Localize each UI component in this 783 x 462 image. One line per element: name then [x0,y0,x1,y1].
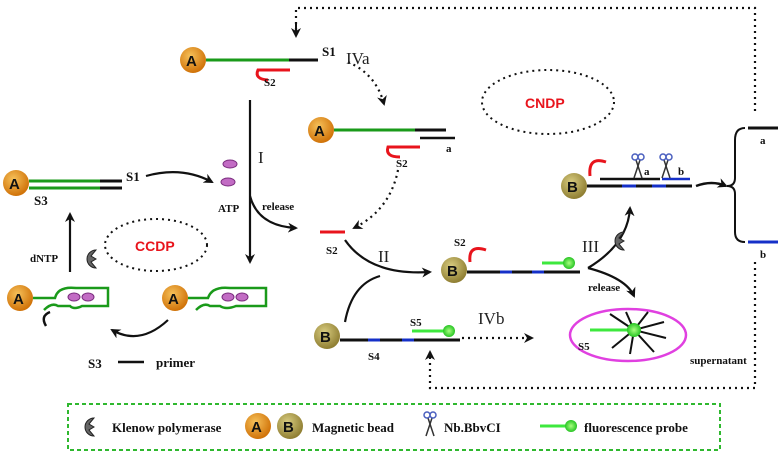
atp-molecules: ATP [218,159,239,215]
klenow-polymerase-icon [614,231,626,251]
label-a: a [446,143,452,155]
arrow-release-s2-dotted [352,169,400,229]
legend: Klenow polymerase A B Magnetic bead Nb.B… [67,403,721,451]
klenow-polymerase-icon [86,249,98,269]
label-s4: S4 [368,351,380,363]
complex-a-s1-s3: A S1 S3 [3,169,140,208]
bead-b [561,173,587,199]
legend-magnetic-bead-label: Magnetic bead [312,420,395,435]
legend-bead-a [245,413,271,439]
legend-probe-label: fluorescence probe [584,420,688,435]
label-a: a [644,166,650,178]
ccdp-cycle-oval [104,218,208,272]
label-supernatant: supernatant [690,355,747,367]
supernatant-oval [568,307,688,363]
complex-a-hairpin-right: A [162,285,268,311]
complex-b-s2-s5: B S2 [441,237,580,283]
strand-s2-red [588,159,607,177]
arrow-primer-binding [110,319,169,339]
arrow-step-ii-top [344,239,432,278]
arrow-step-iva [347,60,387,106]
legend-bead-b [277,413,303,439]
label-s1: S1 [126,169,140,184]
arrow-step-ii-bottom [343,274,381,323]
aptamer-hairpin [33,286,110,311]
label-a: a [760,135,766,147]
bead-a-label: A [13,291,24,308]
label-s3: S3 [88,356,102,371]
probe-s5-fluorophore [627,323,641,337]
complex-a-s1-s2-top: A S1 S2 [180,44,336,89]
label-s5: S5 [410,317,422,329]
scissors-icon [423,411,437,437]
label-s2: S2 [326,245,338,257]
label-step-ivb: IVb [478,309,504,328]
ccdp-cycle-label: CCDP [135,238,175,254]
complex-a-s1-a: A S2 a [308,117,455,170]
bead-a [3,170,29,196]
label-s5: S5 [578,341,590,353]
complex-a-hairpin-left: A [7,285,110,327]
scissors-icon [631,153,645,179]
bead-b [441,257,467,283]
arrow-release-s2 [248,195,298,233]
bead-b-label: B [447,263,458,280]
arrow-to-brace [695,178,728,188]
complex-b-nicking: B a b [561,153,692,199]
bead-a-label: A [186,53,197,70]
legend-bead-b-label: B [283,419,294,436]
bead-b-label: B [567,179,578,196]
scissors-icon [659,153,673,179]
strand-s2-red [468,247,487,263]
label-s3: S3 [34,193,48,208]
arrow-s1-to-atp [145,171,214,183]
label-step-i: I [258,148,264,167]
label-step-iva: IVa [346,49,370,68]
label-dntp: dNTP [30,253,58,265]
legend-probe-fluorophore [565,420,577,432]
bead-a [162,285,188,311]
label-release: release [262,201,294,213]
primer-fragment [42,310,51,327]
legend-bead-a-label: A [251,419,262,436]
label-step-ii: II [378,247,390,266]
bead-a-label: A [314,123,325,140]
supernatant-brace [726,127,746,243]
feedback-loop-bottom [425,262,757,390]
label-s1: S1 [322,44,336,59]
bead-a [7,285,33,311]
legend-nicking-label: Nb.BbvCI [444,420,501,435]
label-s2: S2 [264,77,276,89]
strand-s2-red [255,68,290,82]
label-b: b [760,249,766,261]
aptamer-hairpin [188,286,268,311]
bead-b [314,323,340,349]
bead-a [308,117,334,143]
label-step-iii: III [582,237,599,256]
fluorescent-s5-supernatant: S5 [568,307,688,363]
cndp-cycle-oval [481,69,615,135]
arrow-step-iii-down [587,266,636,298]
strand-s2-red [386,145,420,159]
label-atp: ATP [218,203,239,215]
klenow-polymerase-icon [84,417,96,437]
legend-border [67,403,721,451]
bead-a-label: A [9,176,20,193]
bead-b-label: B [320,329,331,346]
probe-s5-fluorophore [443,325,455,337]
probe-s5-fluorophore [563,257,575,269]
label-s2: S2 [396,158,408,170]
cndp-cycle-label: CNDP [525,95,565,111]
legend-klenow-label: Klenow polymerase [112,420,222,435]
label-release: release [588,282,620,294]
bead-a [180,47,206,73]
label-b: b [678,166,684,178]
complex-b-s4-s5: B S5 S4 [314,317,460,363]
label-primer: primer [156,355,195,370]
label-s2: S2 [454,237,466,249]
bead-a-label: A [168,291,179,308]
